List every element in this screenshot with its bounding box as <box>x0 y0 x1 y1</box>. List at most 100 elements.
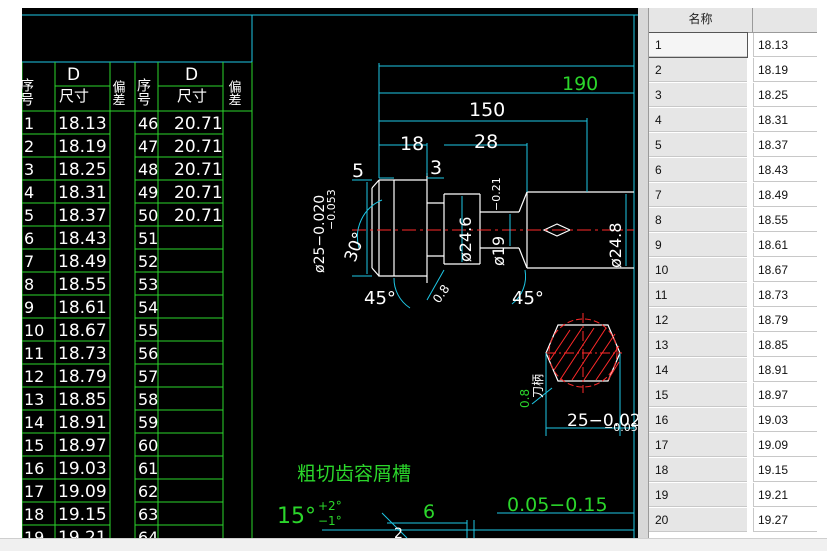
table-cell-size: 18.85 <box>58 390 107 410</box>
table-cell-size: 18.61 <box>58 298 107 318</box>
dim-dia24-8: ø24.8 <box>606 223 625 268</box>
sheet-row-value[interactable]: 18.79 <box>753 308 817 332</box>
table-cell-index: 52 <box>138 252 158 271</box>
sheet-row-index[interactable]: 1 <box>649 32 748 58</box>
sheet-row-index[interactable]: 16 <box>649 408 747 432</box>
cad-table-grid <box>22 62 253 538</box>
table-cell-size: 18.13 <box>58 114 107 134</box>
dim-2: 2 <box>394 526 403 538</box>
dim-150: 150 <box>469 99 505 121</box>
table-cell-index: 17 <box>24 482 44 501</box>
sheet-row-index[interactable]: 7 <box>649 183 747 207</box>
sheet-row-index[interactable]: 3 <box>649 83 747 107</box>
dim-25-hex-tol: −0.053 <box>604 421 638 434</box>
sheet-row-index[interactable]: 8 <box>649 208 747 232</box>
sheet-row-value[interactable]: 19.09 <box>753 433 817 457</box>
sheet-row-index[interactable]: 14 <box>649 358 747 382</box>
table-cell-index: 47 <box>138 137 158 156</box>
sheet-row-index[interactable]: 12 <box>649 308 747 332</box>
table-cell-size: 19.15 <box>58 505 107 525</box>
sheet-row-index[interactable]: 17 <box>649 433 747 457</box>
sheet-row-value[interactable]: 19.21 <box>753 483 817 507</box>
dim-3: 3 <box>430 157 442 179</box>
table-cell-size: 18.43 <box>58 229 107 249</box>
sheet-row-value[interactable]: 18.85 <box>753 333 817 357</box>
sheet-row-index[interactable]: 19 <box>649 483 747 507</box>
table-cell-index: 10 <box>24 321 44 340</box>
table-cell-size: 20.71 <box>174 206 223 226</box>
sheet-row-value[interactable]: 19.27 <box>753 508 817 532</box>
table-cell-index: 16 <box>24 459 44 478</box>
sheet-row-index[interactable]: 9 <box>649 233 747 257</box>
sheet-row-index[interactable]: 2 <box>649 58 747 82</box>
table-cell-index: 8 <box>24 275 34 294</box>
table-cell-size: 18.73 <box>58 344 107 364</box>
dim-angle-45-left: 45° <box>364 288 396 309</box>
table-cell-size: 20.71 <box>174 183 223 203</box>
table-cell-size: 19.03 <box>58 459 107 479</box>
sheet-row-value[interactable]: 18.25 <box>753 83 817 107</box>
sheet-row-value[interactable]: 18.55 <box>753 208 817 232</box>
hatch-label: 刀柄 <box>531 374 545 398</box>
dim-dia19: ø19 <box>489 236 508 266</box>
column-header-blank[interactable] <box>753 8 817 33</box>
table-cell-index: 64 <box>138 528 158 538</box>
table-cell-index: 55 <box>138 321 158 340</box>
sheet-row-value[interactable]: 19.15 <box>753 458 817 482</box>
table-cell-index: 19 <box>24 528 44 538</box>
sheet-row-value[interactable]: 18.13 <box>753 33 817 57</box>
sheet-row-index[interactable]: 11 <box>649 283 747 307</box>
sheet-row-index[interactable]: 18 <box>649 458 747 482</box>
header-size-left: 尺寸 <box>59 87 89 105</box>
table-cell-size: 18.55 <box>58 275 107 295</box>
sheet-row-value[interactable]: 18.91 <box>753 358 817 382</box>
dim-28: 28 <box>474 131 498 153</box>
dim-6: 6 <box>423 501 435 523</box>
sheet-row-value[interactable]: 18.31 <box>753 108 817 132</box>
table-cell-size: 18.37 <box>58 206 107 226</box>
sheet-row-value[interactable]: 18.97 <box>753 383 817 407</box>
sheet-row-value[interactable]: 18.67 <box>753 258 817 282</box>
shaft-outline <box>371 173 634 283</box>
sheet-row-index[interactable]: 13 <box>649 333 747 357</box>
sheet-row-value[interactable]: 18.37 <box>753 133 817 157</box>
header-d-left: D <box>67 65 80 85</box>
table-cell-index: 61 <box>138 459 158 478</box>
sheet-row-value[interactable]: 18.61 <box>753 233 817 257</box>
sheet-row-index[interactable]: 15 <box>649 383 747 407</box>
sheet-row-index[interactable]: 5 <box>649 133 747 157</box>
dim-190: 190 <box>562 73 598 95</box>
pane-divider[interactable] <box>638 8 648 538</box>
dim-angle-30: 30° <box>341 230 370 265</box>
sheet-row-value[interactable]: 19.03 <box>753 408 817 432</box>
sheet-row-value[interactable]: 18.43 <box>753 158 817 182</box>
sheet-row-index[interactable]: 10 <box>649 258 747 282</box>
dim-25-hex: 25−0.020 <box>567 411 638 431</box>
header-seq-right: 序号 <box>135 78 151 106</box>
header-seq-left: 序号 <box>22 78 34 106</box>
table-cell-size: 20.71 <box>174 160 223 180</box>
table-cell-index: 60 <box>138 436 158 455</box>
table-cell-size: 18.67 <box>58 321 107 341</box>
sheet-row-value[interactable]: 18.19 <box>753 58 817 82</box>
sheet-row-index[interactable]: 4 <box>649 108 747 132</box>
table-cell-index: 50 <box>138 206 158 225</box>
dim-angle-15-minus: −1° <box>318 514 342 528</box>
sheet-row-value[interactable]: 18.49 <box>753 183 817 207</box>
dim-18: 18 <box>400 133 424 155</box>
table-cell-index: 62 <box>138 482 158 501</box>
table-cell-size: 20.71 <box>174 137 223 157</box>
sheet-row-index[interactable]: 20 <box>649 508 747 532</box>
table-cell-index: 46 <box>138 114 158 133</box>
sheet-row-value[interactable]: 18.73 <box>753 283 817 307</box>
table-cell-index: 49 <box>138 183 158 202</box>
dim-angle-45-right: 45° <box>512 288 544 309</box>
column-header-name[interactable]: 名称 <box>649 8 753 33</box>
table-cell-index: 56 <box>138 344 158 363</box>
sheet-row-index[interactable]: 6 <box>649 158 747 182</box>
